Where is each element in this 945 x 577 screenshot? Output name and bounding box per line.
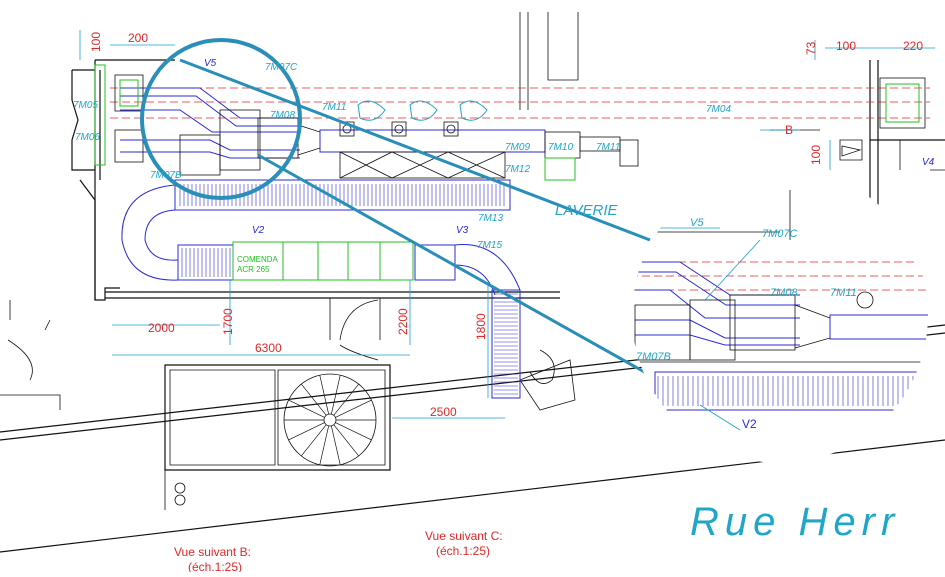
dim-73: 73 [804,41,818,55]
dim-220: 220 [903,39,923,53]
label-7m09: 7M09 [505,142,530,153]
zoom-labels: V5 7M07C 7M08 7M11 7M07B V2 [636,217,857,431]
label-7m07b: 7M07B [150,170,182,181]
label-7m08: 7M08 [270,110,295,121]
label-laverie: LAVERIE [555,202,619,219]
zoom-label-v5: V5 [690,217,704,229]
label-7m15: 7M15 [477,240,502,251]
label-7m10: 7M10 [548,142,573,153]
label-v3: V3 [456,225,469,236]
dimension-texts: 200 100 73 100 220 100 2000 1700 6300 22… [89,31,923,419]
dim-2000: 2000 [148,321,175,335]
label-7m11-top: 7M11 [322,102,346,113]
dim-100-vertical: 100 [809,145,823,165]
dim-100-right: 100 [836,39,856,53]
label-7m06: 7M06 [75,132,100,143]
dim-100-left: 100 [89,32,103,52]
zoom-label-7m07b: 7M07B [636,351,671,363]
dim-2200: 2200 [396,308,410,335]
caption-view-c-scale: (éch.1:25) [436,544,490,558]
label-7m05: 7M05 [73,100,98,111]
label-7m04: 7M04 [706,104,731,115]
label-7m07c: 7M07C [265,62,298,73]
dim-1800: 1800 [474,313,488,340]
street-name: Rue Herr [690,500,900,544]
label-v5: V5 [204,58,217,69]
caption-view-b-title: Vue suivant B: [174,545,251,559]
dimension-lines [79,30,935,419]
spiral-staircase [174,373,377,506]
equipment-labels: V5 7M07C 7M05 7M06 7M08 7M11 7M04 B V4 7… [73,58,935,544]
label-7m13: 7M13 [478,213,503,224]
label-v4: V4 [922,157,935,168]
label-comenda: COMENDA [237,255,279,264]
dim-200: 200 [128,31,148,45]
dim-6300: 6300 [255,341,282,355]
caption-view-b-scale: (éch.1:25) [188,560,242,572]
label-b-arrow: B [785,123,793,137]
dim-2500: 2500 [430,405,457,419]
view-captions: Vue suivant B: (éch.1:25) Vue suivant C:… [174,529,503,574]
label-comenda-model: ACR 265 [237,265,270,274]
label-7m12: 7M12 [505,164,530,175]
zoom-label-v2: V2 [742,417,757,431]
zoom-label-7m11: 7M11 [830,287,857,299]
zoom-callout [140,38,928,463]
dim-1700: 1700 [221,308,235,335]
caption-view-c-title: Vue suivant C: [425,529,503,543]
zoom-label-7m07c: 7M07C [762,228,798,240]
zoom-label-7m08: 7M08 [770,287,798,299]
label-7m11-right: 7M11 [596,142,620,153]
label-v2: V2 [252,225,265,236]
